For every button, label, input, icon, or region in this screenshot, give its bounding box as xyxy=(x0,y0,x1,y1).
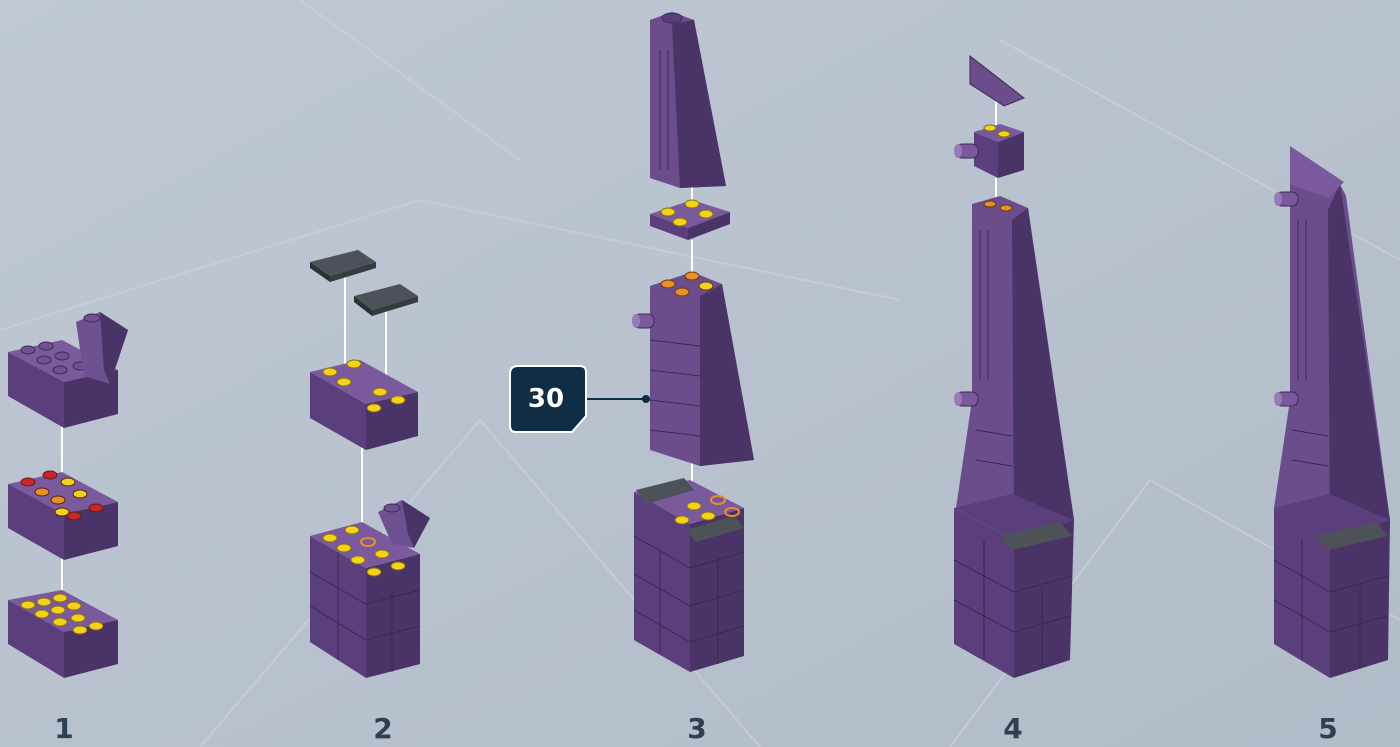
step-number-5: 5 xyxy=(1298,712,1358,745)
step-number-2: 2 xyxy=(353,712,413,745)
step-number-3: 3 xyxy=(667,712,727,745)
base-stack xyxy=(634,478,744,672)
step-number-1: 1 xyxy=(34,712,94,745)
step-number-4: 4 xyxy=(983,712,1043,745)
callout-quantity: 30 xyxy=(510,368,582,430)
